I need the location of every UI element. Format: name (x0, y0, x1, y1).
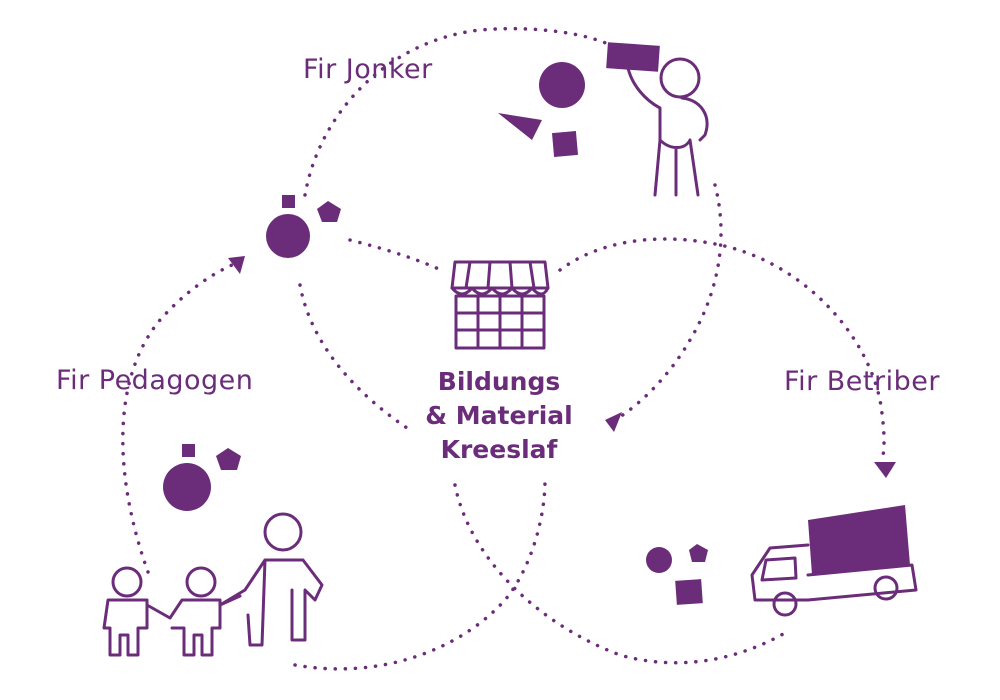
label-youth: Fir Jonker (303, 54, 433, 85)
youth-loop (298, 26, 723, 432)
truck-icon (750, 505, 918, 617)
arrow-icon (228, 256, 245, 274)
shapes-icon (498, 62, 585, 158)
arrow-icon (605, 412, 622, 432)
shapes-icon (266, 195, 341, 258)
shapes-icon (646, 544, 708, 605)
label-educators: Fir Pedagogen (56, 365, 254, 396)
shop-icon (450, 260, 550, 350)
center-title-line-1: Bildungs (437, 367, 561, 396)
family-icon (102, 512, 324, 657)
educators-loop (121, 238, 547, 671)
center-title-line-2: & Material (425, 401, 573, 430)
shapes-icon (163, 444, 241, 511)
waving-person-icon (606, 42, 709, 197)
label-operators: Fir Betriber (784, 366, 940, 397)
center-title-line-3: Kreeslaf (440, 435, 558, 464)
center-title: Bildungs & Material Kreeslaf (404, 365, 594, 467)
operators-loop (453, 237, 896, 665)
arrow-icon (874, 462, 896, 478)
